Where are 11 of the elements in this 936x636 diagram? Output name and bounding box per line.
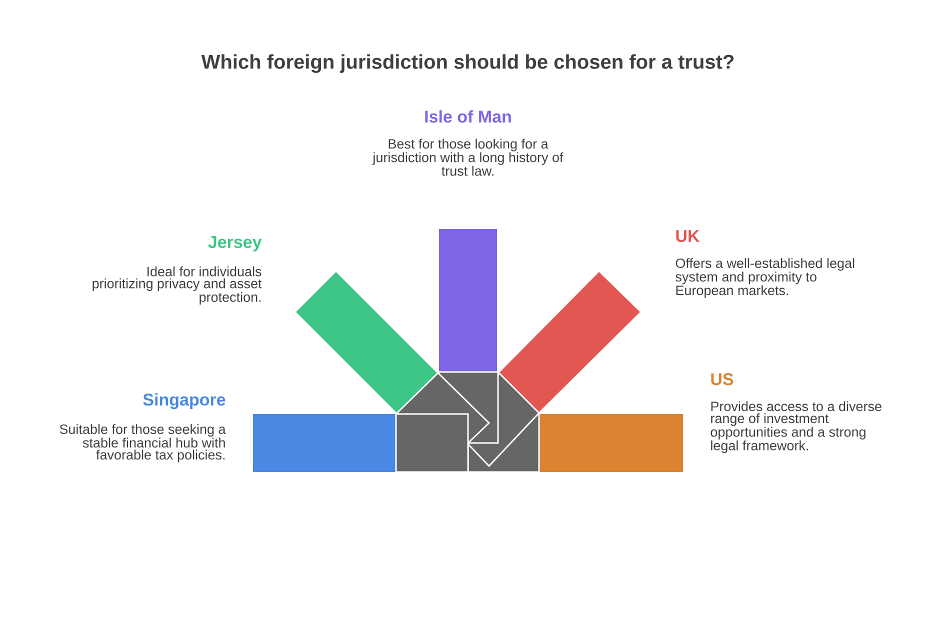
option-heading: UK bbox=[676, 230, 700, 242]
option-heading: Singapore bbox=[143, 393, 226, 410]
option-heading: US bbox=[711, 373, 734, 386]
option-description: Suitable for those seeking a stable financial hub with favorable tax policies. bbox=[60, 424, 226, 462]
option-heading: Isle of Man bbox=[425, 110, 511, 123]
option-heading: Jersey bbox=[208, 236, 262, 252]
option-description: Ideal for individuals prioritizing privacy and asset protection. bbox=[92, 266, 262, 305]
option-description: Provides access to a diverse range of investment opportunities and a strong legal framework. bbox=[710, 401, 882, 454]
option-description: Offers a well-established legal system and proximity to European markets. bbox=[676, 258, 854, 298]
option-description: Best for those looking for a jurisdiction with a long history of trust law. bbox=[372, 138, 564, 176]
title: Which foreign jurisdiction should be chosen for a trust? bbox=[201, 54, 734, 73]
